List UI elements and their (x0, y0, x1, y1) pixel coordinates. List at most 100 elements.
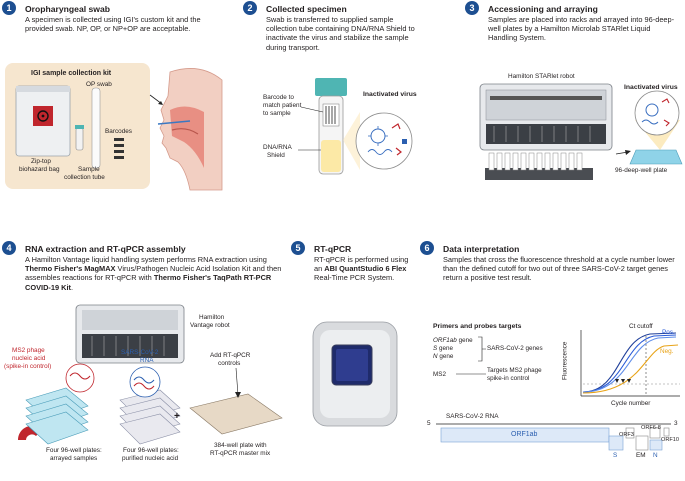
step-3-number: 3 (465, 1, 479, 15)
targets-ms2-line2: spike-in control (487, 375, 530, 382)
neg-curve (582, 344, 679, 394)
step-2-number: 2 (243, 1, 257, 15)
step-4-desc-part: Thermo Fisher's TaqPath RT-PCR COVID-19 … (25, 273, 272, 292)
targets-ms2-line1: Targets MS2 phage (487, 367, 542, 374)
step-4-desc-part: Virus/Pathogen Nucleic Acid Isolation Ki… (25, 264, 282, 283)
kit-title: IGI sample collection kit (31, 70, 112, 77)
pos-curve-3 (582, 336, 677, 393)
tube-cap (315, 78, 347, 96)
step-2-description: Swab is transferred to supplied sample c… (266, 15, 415, 52)
plus-sign: + (174, 411, 180, 422)
quantstudio-illustration (312, 321, 398, 427)
genome-5-prime: 5 (427, 420, 431, 427)
ms2-circle (65, 363, 95, 393)
genome-n: N (653, 452, 658, 459)
step-1-title: Oropharyngeal swab (25, 4, 111, 14)
sars-label-line2: RNA (140, 357, 154, 364)
step-2-title: Collected specimen (266, 4, 347, 14)
magnified-virus-circle (355, 112, 413, 170)
orf3-block (625, 427, 635, 439)
inactivated-virus-label-3: Inactivated virus (624, 84, 678, 91)
tube-label-line1: Sample (78, 166, 100, 173)
sars-label-line1: SARS-CoV-2 (121, 349, 159, 356)
step-4-desc-part: Thermo Fisher's MagMAX (25, 264, 116, 274)
orf10-block (663, 427, 670, 437)
orf1ab-gene-name: ORF1ab (433, 337, 457, 344)
target-n: N gene (433, 353, 453, 361)
step-4-number: 4 (2, 241, 16, 255)
s-block (608, 435, 624, 451)
ms2-label-line3: (spike-in control) (4, 363, 52, 370)
step-5-title: RT-qPCR (314, 244, 352, 254)
starlet-robot-illustration (479, 83, 683, 180)
tube-rack (485, 168, 593, 180)
vantage-label-line1: Hamilton (199, 314, 225, 321)
sars-genes-label: SARS-CoV-2 genes (487, 345, 543, 352)
barcode-label-line2: match patient (263, 102, 302, 109)
pos-label: Pos. (662, 329, 675, 336)
neg-label: Neg. (660, 348, 674, 355)
genome-orf68: ORF6-8 (641, 425, 661, 431)
genome-orf3: ORF3 (619, 432, 634, 438)
deep-well-plate (629, 149, 683, 165)
shield-label-line2: Shield (267, 152, 285, 159)
gene-word: gene (458, 337, 473, 344)
pos-curve-2 (582, 334, 677, 393)
plate-384 (189, 393, 283, 435)
orf68-block (649, 427, 661, 439)
tube-label-line2: collection tube (64, 174, 105, 181)
step-3-description: Samples are placed into racks and arraye… (488, 15, 675, 43)
step-5-desc-part: Real-Time PCR System. (314, 273, 395, 283)
step-4-description: A Hamilton Vantage liquid handling syste… (25, 255, 290, 292)
target-s: S gene (433, 345, 453, 353)
add-controls-line2: controls (218, 360, 241, 367)
vantage-label-line2: Vantage robot (190, 322, 230, 329)
pos-curve-1 (582, 332, 677, 393)
swab-sleeve (91, 87, 101, 169)
ms2-label-line2: nucleic acid (12, 355, 46, 362)
genome-s: S (613, 452, 618, 459)
ms2-label-line1: MS2 phage (12, 347, 45, 354)
step-4-desc-part: A Hamilton Vantage liquid handling syste… (25, 255, 267, 264)
sars-rna-circle (129, 366, 161, 398)
chart-x-label: Cycle number (611, 400, 651, 407)
genome-orf1ab: ORF1ab (511, 431, 538, 438)
barcode-label-line3: to sample (263, 110, 291, 117)
ct-cutoff-label: Ct cutoff (629, 323, 653, 330)
genome-3-prime: 3 (674, 420, 678, 427)
op-swab-label: OP swab (86, 81, 112, 88)
step-1-description: A specimen is collected using IGI's cust… (25, 15, 201, 34)
n-block (649, 439, 663, 451)
bag-label-line1: Zip-top (31, 158, 51, 165)
add-controls-line1: Add RT-qPCR (210, 352, 251, 359)
barcode-label-line1: Barcode to (263, 94, 294, 101)
step-6-title: Data interpretation (443, 244, 520, 254)
bag-label-line2: biohazard bag (19, 166, 60, 173)
caption-purified-line1: Four 96-well plates: (123, 447, 179, 454)
caption-arrayed-line2: arrayed samples (50, 455, 98, 462)
barcodes-label: Barcodes (105, 128, 132, 135)
shield-label-line1: DNA/RNA (263, 144, 292, 151)
starlet-robot-label: Hamilton STARlet robot (508, 73, 575, 80)
targets-title: Primers and probes targets (433, 323, 522, 330)
gene-word: gene (439, 353, 454, 360)
step-5-desc-part: ABI QuantStudio 6 Flex (324, 264, 407, 274)
step-5-number: 5 (291, 241, 305, 255)
caption-384-line1: 384-well plate with (214, 442, 267, 449)
kit-illustration (15, 68, 223, 191)
genome-orf10: ORF10 (661, 437, 680, 443)
step-5-desc-part: RT-qPCR is performed using an (314, 255, 409, 274)
em-block (635, 435, 649, 451)
deep-well-plate-label: 96-deep-well plate (615, 167, 668, 174)
orf1ab-block (440, 427, 610, 443)
caption-384-line2: RT-qPCR master mix (210, 450, 271, 457)
n-gene-name: N (433, 353, 438, 360)
caption-arrayed-line1: Four 96-well plates: (46, 447, 102, 454)
s-gene-name: S (433, 345, 438, 352)
target-ms2: MS2 (433, 371, 446, 378)
step-4-title: RNA extraction and RT-qPCR assembly (25, 244, 186, 254)
genome-title: SARS-CoV-2 RNA (446, 413, 499, 420)
step-4-desc-part: . (71, 282, 74, 292)
